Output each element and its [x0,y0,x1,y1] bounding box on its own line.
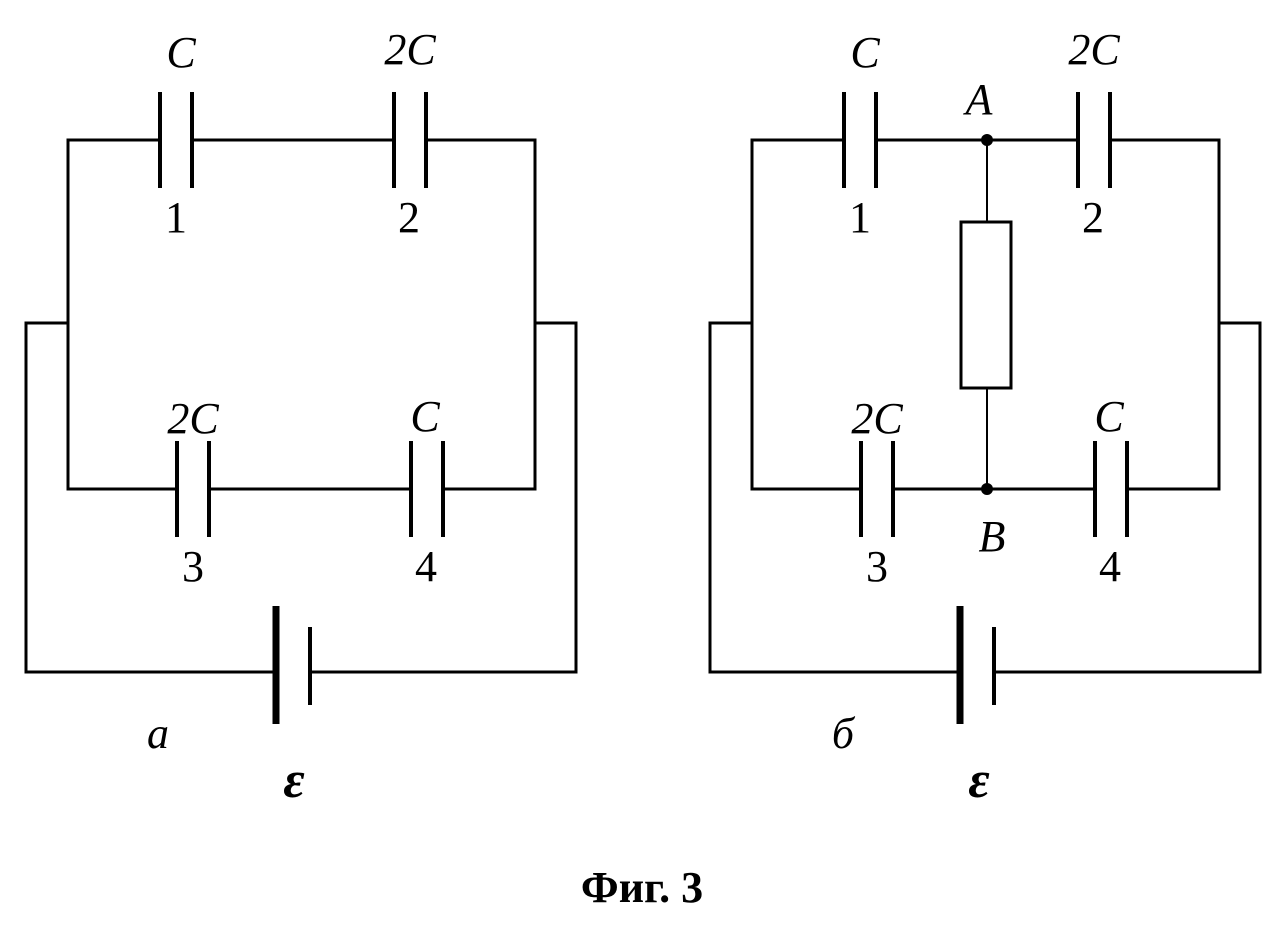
capacitor-4 [1093,441,1129,537]
node-a-dot [981,134,993,146]
capacitor-3-number: 3 [866,542,888,591]
wire [308,321,578,674]
capacitor-4-number: 4 [1099,542,1121,591]
resistor [959,220,1013,390]
capacitor-3 [859,441,895,537]
figure-caption: Фиг. 3 [581,863,703,912]
capacitor-1 [158,92,194,188]
capacitor-1-value: C [850,28,880,77]
capacitor-3-value: 2C [851,394,903,443]
node-b-dot [981,483,993,495]
capacitor-2-number: 2 [1082,193,1104,242]
wire [24,321,278,674]
wire [708,321,962,674]
capacitor-2-number: 2 [398,193,420,242]
capacitor-2-value: 2C [1068,25,1120,74]
capacitor-1-number: 1 [849,193,871,242]
capacitor-3 [175,441,211,537]
capacitor-2 [1076,92,1112,188]
node-b-label: B [979,512,1006,561]
capacitor-2-value: 2C [384,25,436,74]
circuit-a: C 2C 2C C 1 2 3 4 а ε [24,25,578,809]
capacitor-2 [392,92,428,188]
capacitor-4-number: 4 [415,542,437,591]
capacitor-1 [842,92,878,188]
capacitor-4-value: C [1094,392,1124,441]
panel-label-a: а [147,709,169,758]
emf-label-a: ε [283,752,304,809]
emf-label-b: ε [968,752,989,809]
battery-b [956,606,996,724]
panel-label-b: б [832,709,856,758]
capacitor-4-value: C [410,392,440,441]
capacitor-4 [409,441,445,537]
wire [992,321,1262,674]
capacitor-3-number: 3 [182,542,204,591]
circuit-b: C 2C 2C C 1 2 3 4 A B б ε [708,25,1262,809]
capacitor-1-value: C [166,28,196,77]
capacitor-3-value: 2C [167,394,219,443]
battery-a [272,606,312,724]
node-a-label: A [963,75,994,124]
capacitor-1-number: 1 [165,193,187,242]
